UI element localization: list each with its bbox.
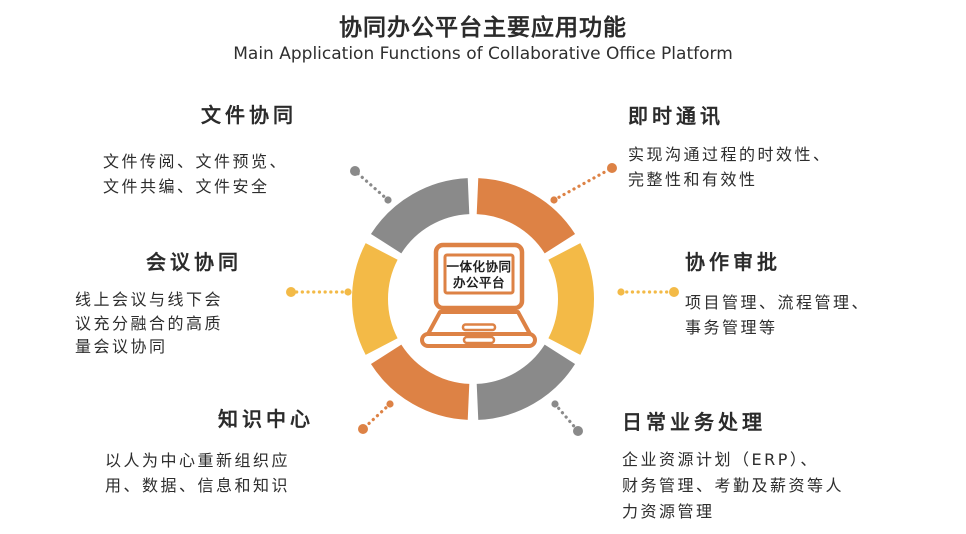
ring-segment-file-collaboration [370, 178, 470, 254]
connector-outer-dot-meeting-collaboration [286, 287, 296, 297]
connector-inner-dot-collaborative-approval [617, 288, 625, 296]
section-collaborative-approval: 协作审批 项目管理、流程管理、 事务管理等 [685, 249, 915, 340]
section-description: 文件传阅、文件预览、 文件共编、文件安全 [103, 149, 297, 199]
center-platform-label: 一体化协同 办公平台 [445, 256, 513, 294]
section-daily-business-processing: 日常业务处理 企业资源计划（ERP）、 财务管理、考勤及薪资等人 力资源管理 [622, 409, 872, 525]
connector-outer-dot-instant-messaging [607, 163, 617, 173]
page-title: 协同办公平台主要应用功能 [339, 15, 627, 41]
section-title: 日常业务处理 [622, 410, 766, 434]
desc-line: 线上会议与线下会 [75, 290, 224, 309]
center-label-line2: 办公平台 [452, 275, 505, 290]
section-title: 会议协同 [146, 250, 242, 274]
connector-outer-dot-daily-business-processing [573, 426, 583, 436]
desc-line: 完整性和有效性 [628, 170, 758, 189]
desc-line: 议充分融合的高质 [75, 313, 224, 333]
desc-line: 事务管理等 [685, 318, 778, 337]
section-meeting-collaboration: 会议协同 线上会议与线下会 议充分融合的高质 量会议协同 [75, 249, 242, 359]
desc-line: 文件共编、文件安全 [103, 177, 270, 196]
section-instant-messaging: 即时通讯 实现沟通过程的时效性、 完整性和有效性 [628, 103, 878, 192]
connector-outer-dot-collaborative-approval [669, 287, 679, 297]
ring-segment-knowledge-center [370, 344, 470, 420]
desc-line: 企业资源计划（ERP）、 [622, 450, 819, 469]
connector-line-daily-business-processing [553, 402, 580, 433]
ring-segment-daily-business-processing [476, 344, 576, 420]
page-subtitle: Main Application Functions of Collaborat… [233, 44, 733, 64]
section-title: 知识中心 [218, 407, 314, 431]
section-description: 企业资源计划（ERP）、 财务管理、考勤及薪资等人 力资源管理 [622, 447, 872, 525]
desc-line: 以人为中心重新组织应 [105, 451, 291, 470]
desc-line: 力资源管理 [622, 502, 715, 521]
section-title: 协作审批 [685, 250, 781, 274]
connector-outer-dot-knowledge-center [358, 424, 368, 434]
desc-line: 实现沟通过程的时效性、 [628, 145, 832, 164]
ring-segment-meeting-collaboration [352, 243, 398, 355]
ring-segment-collaborative-approval [548, 243, 594, 355]
connector-inner-dot-file-collaboration [384, 196, 392, 204]
connector-inner-dot-instant-messaging [550, 196, 558, 204]
desc-line: 量会议协同 [75, 337, 168, 356]
section-file-collaboration: 文件协同 文件传阅、文件预览、 文件共编、文件安全 [103, 102, 297, 199]
connector-inner-dot-meeting-collaboration [344, 288, 352, 296]
connector-outer-dot-file-collaboration [350, 166, 360, 176]
donut-ring [352, 178, 594, 420]
desc-line: 财务管理、考勤及薪资等人 [622, 476, 845, 495]
section-title: 即时通讯 [628, 104, 724, 128]
section-title: 文件协同 [201, 103, 297, 127]
section-knowledge-center: 知识中心 以人为中心重新组织应 用、数据、信息和知识 [105, 406, 314, 498]
section-description: 项目管理、流程管理、 事务管理等 [685, 290, 915, 340]
laptop-icon [420, 242, 537, 348]
connector-line-knowledge-center [361, 402, 392, 431]
desc-line: 文件传阅、文件预览、 [103, 152, 289, 171]
connector-lines [286, 163, 679, 436]
section-description: 以人为中心重新组织应 用、数据、信息和知识 [105, 448, 314, 498]
section-description: 线上会议与线下会 议充分融合的高质 量会议协同 [75, 288, 242, 359]
desc-line: 用、数据、信息和知识 [105, 476, 291, 495]
connector-line-instant-messaging [552, 166, 614, 202]
section-description: 实现沟通过程的时效性、 完整性和有效性 [628, 142, 878, 192]
center-label-line1: 一体化协同 [446, 259, 512, 274]
desc-line: 项目管理、流程管理、 [685, 293, 871, 312]
connector-inner-dot-knowledge-center [386, 400, 394, 408]
connector-inner-dot-daily-business-processing [551, 400, 559, 408]
ring-segment-instant-messaging [476, 178, 576, 254]
connector-line-file-collaboration [353, 169, 390, 202]
